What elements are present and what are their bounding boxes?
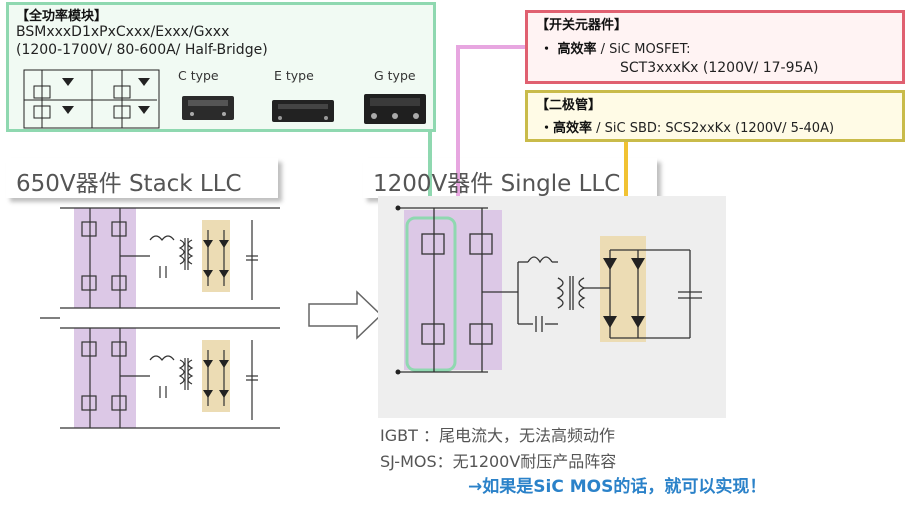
pink-connector: [456, 45, 527, 208]
switch-line1-bold: ・ 高效率: [540, 42, 597, 57]
left-title: 650V器件 Stack LLC: [16, 171, 242, 197]
right-title: 1200V器件 Single LLC: [373, 171, 621, 197]
diode-line1-rest: / SiC SBD: SCS2xxKx (1200V/ 5-40A): [592, 121, 835, 136]
switch-element-box: [525, 10, 905, 84]
conclusion-note: →如果是SiC MOS的话，就可以实现！: [468, 477, 767, 497]
half-bridge-schematic: [23, 69, 160, 129]
module-type-e-label: E type: [274, 68, 314, 83]
single-llc-circuit: [395, 205, 702, 375]
switch-line1: ・ 高效率 / SiC MOSFET:: [540, 38, 691, 57]
right-arrow-icon: [308, 290, 383, 340]
sjmos-note: SJ-MOS：无1200V耐压产品阵容: [380, 452, 617, 471]
igbt-note: IGBT ：尾电流大，无法高频动作: [380, 426, 615, 445]
module-e-image: [272, 100, 334, 122]
switch-line1-rest: / SiC MOSFET:: [596, 42, 691, 57]
module-part-number: BSMxxxD1xPxCxxx/Exxx/Gxxx: [16, 24, 230, 40]
module-title: 【全功率模块】: [16, 9, 108, 24]
diode-box: [525, 90, 905, 142]
module-type-g-label: G type: [374, 68, 416, 83]
stack-llc-circuit: [40, 207, 280, 429]
diode-line1: ・高效率 / SiC SBD: SCS2xxKx (1200V/ 5-40A): [540, 117, 834, 136]
diode-line1-bold: ・高效率: [540, 121, 593, 136]
switch-title: 【开关元器件】: [536, 18, 628, 33]
module-g-image: [364, 94, 426, 124]
switch-line2: SCT3xxxKx (1200V/ 17-95A): [620, 60, 819, 76]
module-spec: (1200-1700V/ 80-600A/ Half-Bridge): [16, 42, 268, 58]
diode-title: 【二极管】: [536, 98, 602, 113]
module-c-image: [182, 96, 234, 120]
module-type-c-label: C type: [178, 68, 219, 83]
